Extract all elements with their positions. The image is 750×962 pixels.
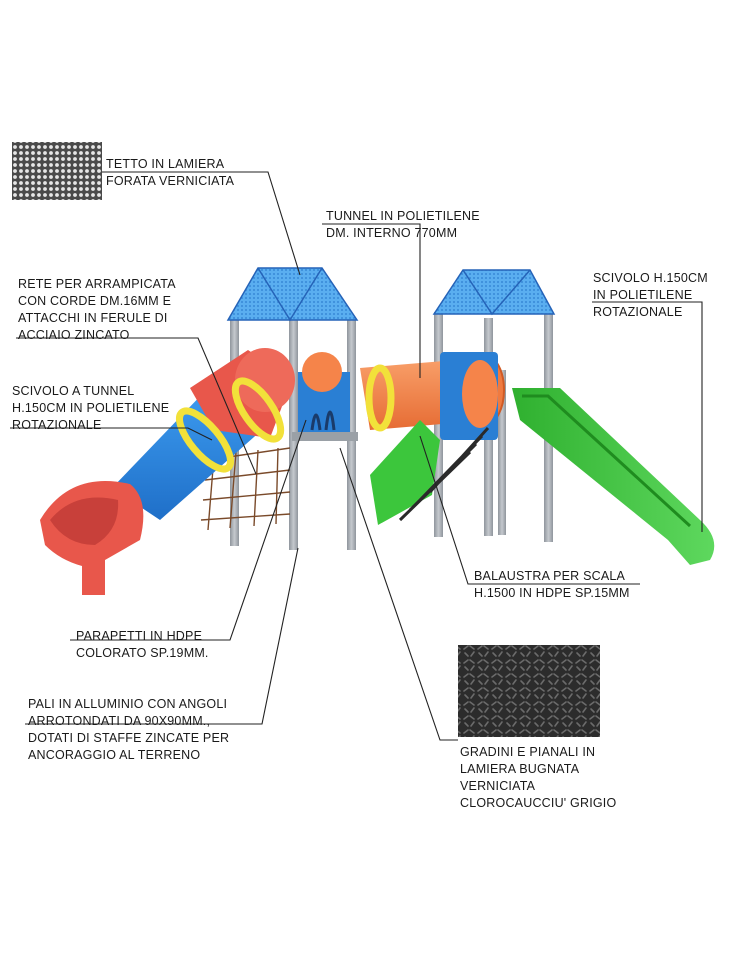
- label-tunnel: TUNNEL IN POLIETILENE DM. INTERNO 770MM: [326, 208, 480, 242]
- label-net-line-4: ACCIAIO ZINCATO: [18, 328, 130, 342]
- label-slide-line-2: IN POLIETILENE: [593, 288, 693, 302]
- label-net-line-2: CON CORDE DM.16MM E: [18, 294, 172, 308]
- stairs: [398, 426, 490, 522]
- label-panels: PARAPETTI IN HDPE COLORATO SP.19MM.: [76, 628, 209, 662]
- label-balustrade: BALAUSTRA PER SCALA H.1500 IN HDPE SP.15…: [474, 568, 630, 602]
- label-posts-line-2: ARROTONDATI DA 90X90MM.,: [28, 714, 211, 728]
- label-posts-line-3: DOTATI DI STAFFE ZINCATE PER: [28, 731, 230, 745]
- label-tube-slide-line-3: ROTAZIONALE: [12, 418, 102, 432]
- label-tunnel-line-1: TUNNEL IN POLIETILENE: [326, 209, 480, 223]
- post: [434, 312, 443, 537]
- label-tunnel-line-2: DM. INTERNO 770MM: [326, 226, 458, 240]
- label-tube-slide-line-2: H.150CM IN POLIETILENE: [12, 401, 170, 415]
- label-tube-slide: SCIVOLO A TUNNEL H.150CM IN POLIETILENE …: [12, 383, 169, 434]
- label-panels-line-2: COLORATO SP.19MM.: [76, 646, 209, 660]
- label-roof: TETTO IN LAMIERA FORATA VERNICIATA: [106, 156, 234, 190]
- checker-plate-swatch: [458, 645, 600, 737]
- label-posts: PALI IN ALLUMINIO CON ANGOLI ARROTONDATI…: [28, 696, 229, 764]
- label-steps-line-1: GRADINI E PIANALI IN: [460, 745, 596, 759]
- label-tube-slide-line-1: SCIVOLO A TUNNEL: [12, 384, 135, 398]
- label-roof-line-2: FORATA VERNICIATA: [106, 174, 235, 188]
- roof-left: [226, 267, 359, 321]
- label-slide-line-1: SCIVOLO H.150CM: [593, 271, 708, 285]
- green-slide: [512, 388, 715, 565]
- label-net: RETE PER ARRAMPICATA CON CORDE DM.16MM E…: [18, 276, 176, 344]
- label-steps-line-2: LAMIERA BUGNATA: [460, 762, 580, 776]
- tube-ring: [175, 407, 235, 473]
- label-posts-line-1: PALI IN ALLUMINIO CON ANGOLI: [28, 697, 228, 711]
- label-balustrade-line-1: BALAUSTRA PER SCALA: [474, 569, 626, 583]
- label-net-line-3: ATTACCHI IN FERULE DI: [18, 311, 168, 325]
- roof-right: [432, 269, 556, 315]
- stair-balustrade: [370, 420, 440, 525]
- label-steps-line-4: CLOROCAUCCIU' GRIGIO: [460, 796, 617, 810]
- leader-lines: [10, 171, 703, 741]
- climbing-net: [200, 447, 291, 531]
- label-roof-line-1: TETTO IN LAMIERA: [106, 157, 225, 171]
- label-posts-line-4: ANCORAGGIO AL TERRENO: [28, 748, 201, 762]
- playground-structure: [40, 267, 715, 595]
- label-panels-line-1: PARAPETTI IN HDPE: [76, 629, 203, 643]
- label-steps-line-3: VERNICIATA: [460, 779, 536, 793]
- tube-ring: [231, 377, 285, 443]
- perforated-sheet-swatch: [12, 142, 102, 200]
- label-balustrade-line-2: H.1500 IN HDPE SP.15MM: [474, 586, 630, 600]
- post: [498, 370, 506, 535]
- label-slide: SCIVOLO H.150CM IN POLIETILENE ROTAZIONA…: [593, 270, 708, 321]
- label-slide-line-3: ROTAZIONALE: [593, 305, 683, 319]
- tube-ring: [365, 364, 395, 432]
- label-net-line-1: RETE PER ARRAMPICATA: [18, 277, 176, 291]
- label-steps: GRADINI E PIANALI IN LAMIERA BUGNATA VER…: [460, 744, 616, 812]
